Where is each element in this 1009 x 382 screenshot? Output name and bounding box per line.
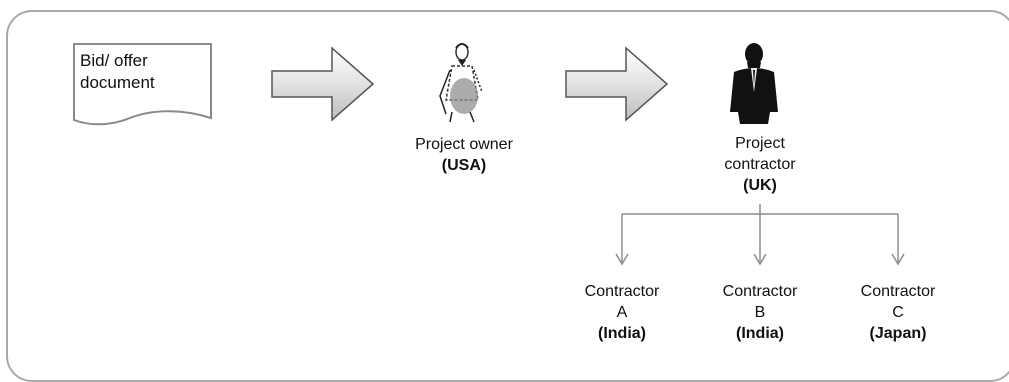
subcontractor-letter: B [754,304,766,321]
diagram-graphics [73,43,905,266]
subcontractor-letter: C [892,304,904,321]
flow-arrow-2 [565,46,669,122]
document-label-line1: Bid/ offer [80,51,148,70]
contractor-title-line2: contractor [724,156,796,173]
flow-arrow-1 [271,46,375,122]
subcontractor-c-label: Contractor C (Japan) [848,281,948,344]
document-label-line2: document [80,73,155,92]
owner-title: Project owner [415,136,513,153]
project-owner-label: Project owner (USA) [395,134,533,176]
document-shape [73,43,212,126]
subcontractor-title: Contractor [722,283,798,300]
project-owner-icon [439,43,483,123]
subcontractor-country: (Japan) [869,325,927,342]
contractor-country: (UK) [743,177,777,194]
subcontractor-a-label: Contractor A (India) [572,281,672,344]
contractor-title-line1: Project [735,135,785,152]
subcontractor-letter: A [616,304,628,321]
contractor-tree-lines [615,204,905,266]
owner-country: (USA) [441,157,487,174]
subcontractor-title: Contractor [584,283,660,300]
subcontractor-country: (India) [598,325,646,342]
subcontractor-b-label: Contractor B (India) [710,281,810,344]
project-contractor-label: Project contractor (UK) [700,133,820,196]
bid-offer-document: Bid/ offer document [80,50,155,94]
subcontractor-title: Contractor [860,283,936,300]
project-contractor-icon [730,43,778,124]
subcontractor-country: (India) [736,325,784,342]
